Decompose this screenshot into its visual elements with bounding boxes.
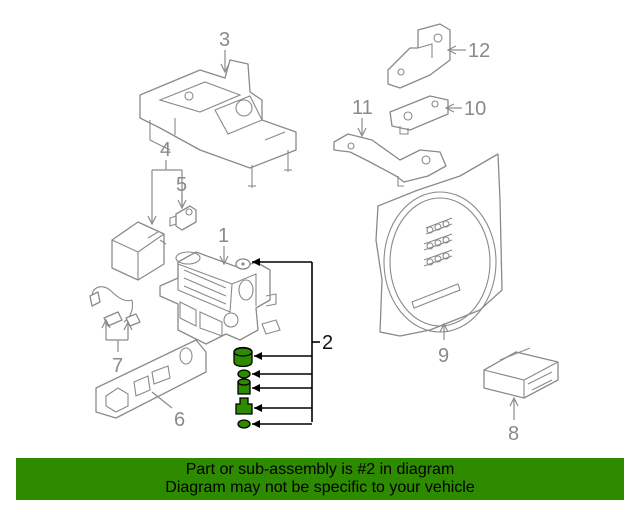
part-6-hardware-kit[interactable]: [95, 339, 207, 419]
banner-line-part-note: Part or sub-assembly is #2 in diagram: [185, 461, 455, 478]
part-2-mount-kit[interactable]: [233, 258, 253, 429]
callout-5[interactable]: 5: [176, 174, 187, 196]
callout-8[interactable]: 8: [508, 423, 519, 445]
callout-12[interactable]: 12: [468, 40, 490, 62]
part-11-bracket-arm[interactable]: [333, 133, 447, 187]
part-1-compressor[interactable]: [159, 251, 281, 345]
part-7-wiring-harness[interactable]: [89, 286, 141, 327]
diagram-notice-banner: Part or sub-assembly is #2 in diagram Di…: [16, 458, 624, 500]
leader-lines: [101, 45, 519, 428]
callout-1[interactable]: 1: [218, 225, 229, 247]
part-9-kit-package[interactable]: [375, 153, 503, 337]
part-3-mounting-bracket[interactable]: [139, 59, 297, 188]
callout-3[interactable]: 3: [219, 29, 230, 51]
callout-2[interactable]: 2: [322, 332, 333, 354]
callout-9[interactable]: 9: [438, 345, 449, 367]
callout-10[interactable]: 10: [464, 98, 486, 120]
callout-4[interactable]: 4: [160, 139, 171, 161]
callout-11[interactable]: 11: [352, 97, 373, 119]
part-12-bracket[interactable]: [387, 23, 451, 89]
parts-diagram: 3 12 10 11 4 5 1 2 7 6 9 8: [89, 23, 559, 445]
callout-6[interactable]: 6: [174, 409, 185, 431]
part-5-sensor[interactable]: [169, 205, 197, 231]
part-4-relay-module[interactable]: [111, 221, 167, 281]
callout-labels: 3 12 10 11 4 5 1 2 7 6 9 8: [112, 29, 519, 445]
callout-7[interactable]: 7: [112, 355, 123, 377]
part-8-control-unit[interactable]: [483, 347, 559, 399]
part-10-bracket[interactable]: [389, 95, 449, 135]
banner-line-disclaimer: Diagram may not be specific to your vehi…: [165, 479, 475, 496]
